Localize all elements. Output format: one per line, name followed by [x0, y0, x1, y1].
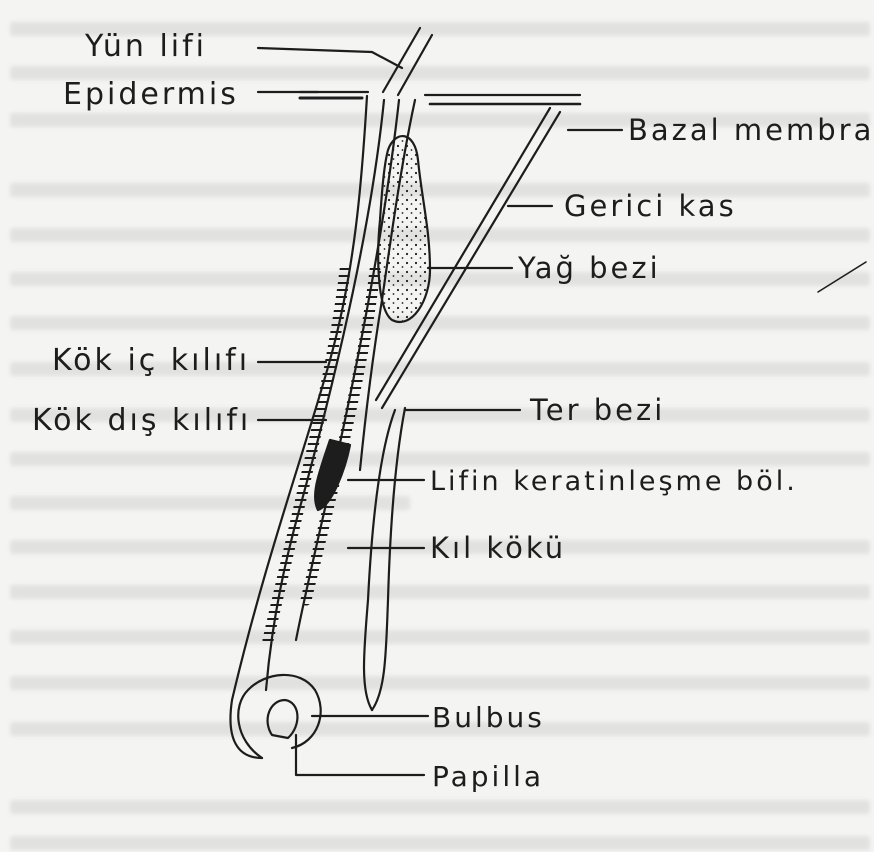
- label-kil-koku: Kıl kökü: [430, 531, 566, 565]
- label-epidermis: Epidermis: [63, 77, 239, 112]
- label-lifin-keratinlesme: Lifin keratinleşme böl.: [430, 466, 798, 497]
- sebaceous-gland: [378, 136, 430, 322]
- label-bazal-membran: Bazal membran: [628, 113, 874, 147]
- label-gerici-kas: Gerici kas: [564, 189, 737, 223]
- hair-fiber-shaft-right: [398, 35, 432, 95]
- label-kok-dis-kilifi: Kök dış kılıfı: [32, 403, 251, 438]
- label-bulbus: Bulbus: [432, 701, 545, 734]
- stray-mark: [818, 262, 866, 292]
- label-kok-ic-kilifi: Kök iç kılıfı: [52, 343, 250, 378]
- label-ter-bezi: Ter bezi: [529, 393, 665, 427]
- label-yag-bezi: Yağ bezi: [517, 251, 661, 285]
- sweat-gland-right: [372, 408, 405, 710]
- bulbus-outline: [238, 675, 320, 758]
- leader-yun-lifi: [258, 48, 402, 68]
- papilla-outline: [268, 700, 298, 738]
- label-papilla: Papilla: [432, 760, 544, 793]
- label-yun-lifi: Yün lifi: [84, 29, 207, 64]
- leader-papilla: [296, 735, 424, 775]
